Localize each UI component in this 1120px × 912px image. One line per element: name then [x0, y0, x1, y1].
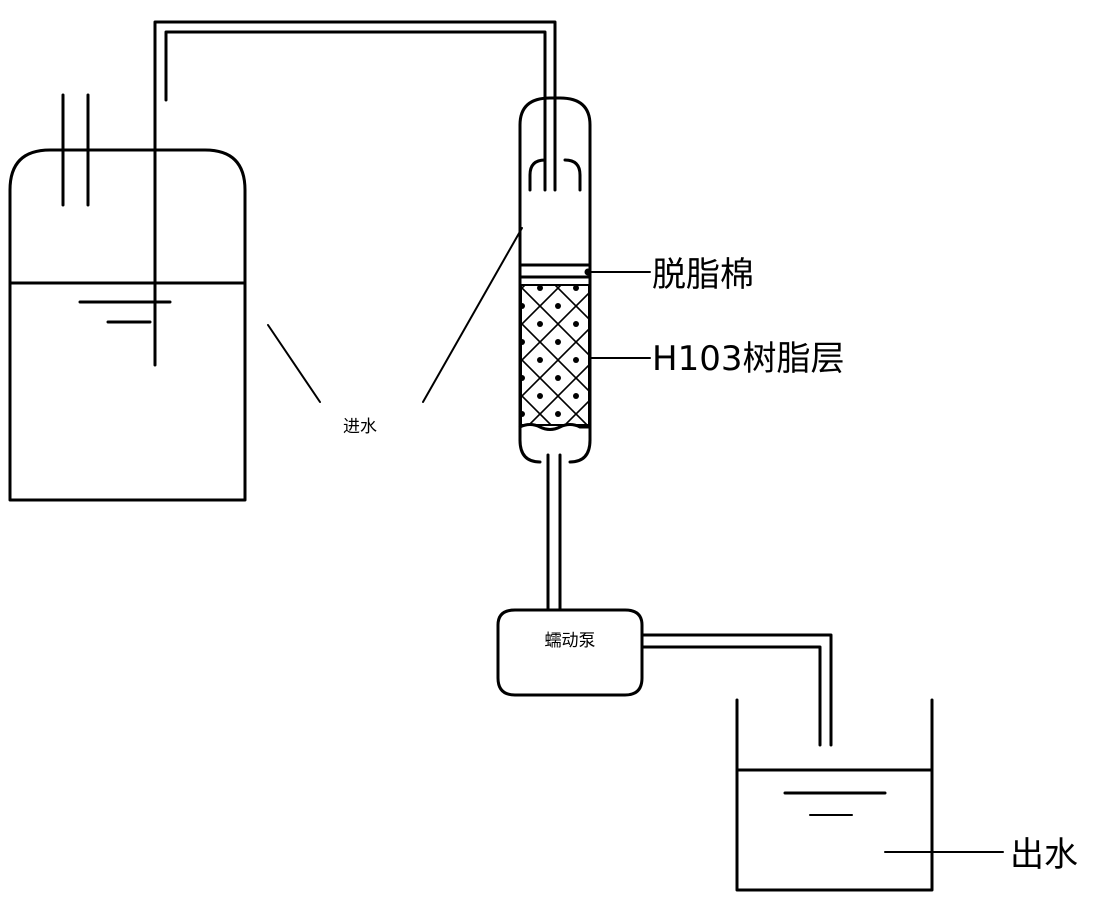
degreased-cotton-label: 脱脂棉 — [652, 255, 754, 295]
resin-bed — [520, 284, 590, 426]
resin-column — [518, 96, 592, 464]
column-outlet-tube — [546, 453, 562, 612]
leader-inlet-column — [422, 227, 523, 403]
leader-lines — [267, 227, 1004, 853]
siphon-tube — [153, 20, 557, 367]
peristaltic-pump: 蠕动泵 — [496, 608, 644, 697]
inlet-water-label: 进水 — [343, 417, 377, 437]
receiving-beaker — [735, 698, 934, 892]
pump-outlet-tube — [640, 633, 833, 747]
inlet-cap — [528, 158, 582, 192]
bottom-cotton-layer — [518, 423, 592, 431]
pump-label: 蠕动泵 — [545, 631, 596, 651]
feed-bottle — [8, 93, 247, 502]
outlet-water-label: 出水 — [1010, 835, 1078, 875]
leader-inlet-bottle — [267, 324, 321, 403]
resin-layer-label: H103树脂层 — [652, 339, 844, 379]
